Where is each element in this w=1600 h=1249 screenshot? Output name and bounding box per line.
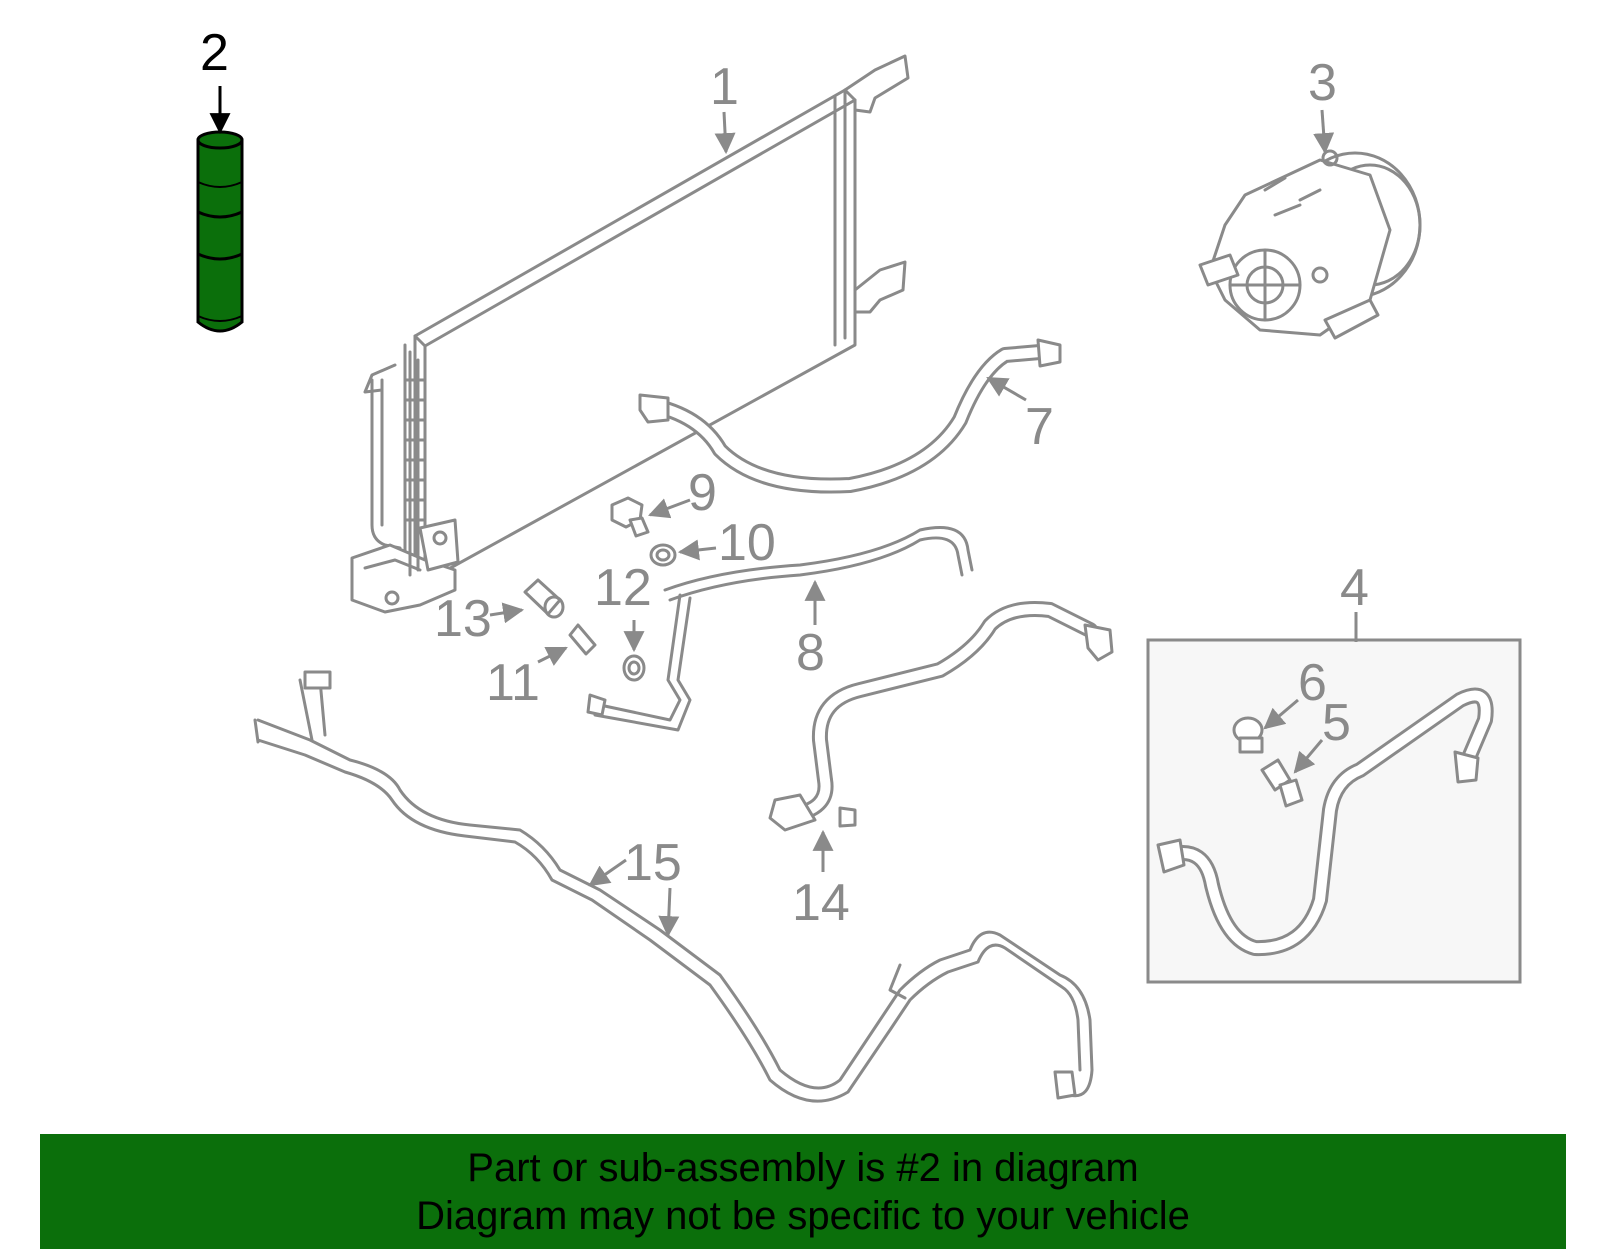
hose-8-part[interactable] xyxy=(586,526,974,732)
callout-9[interactable]: 9 xyxy=(688,464,717,522)
callout-14[interactable]: 14 xyxy=(792,874,850,932)
o-ring-12-part[interactable] xyxy=(622,654,646,682)
leader-6 xyxy=(1263,698,1299,730)
line-15-part[interactable] xyxy=(253,670,1094,1103)
valve-11-part[interactable] xyxy=(568,623,597,656)
callout-10[interactable]: 10 xyxy=(718,514,776,572)
leader-15a xyxy=(588,858,627,887)
callout-13[interactable]: 13 xyxy=(434,590,492,648)
cap-13-part[interactable] xyxy=(523,578,565,619)
leader-10 xyxy=(677,539,717,561)
leader-13 xyxy=(489,602,525,624)
receiver-drier-part[interactable] xyxy=(196,130,244,333)
o-ring-10-part[interactable] xyxy=(649,543,677,567)
banner-line-highlighted-part: Part or sub-assembly is #2 in diagram xyxy=(467,1146,1139,1190)
disclaimer-banner: Part or sub-assembly is #2 in diagram Di… xyxy=(40,1134,1566,1249)
callout-6[interactable]: 6 xyxy=(1298,654,1327,712)
callout-1[interactable]: 1 xyxy=(710,58,739,116)
hose-7-part[interactable] xyxy=(638,338,1062,494)
valve-5-part[interactable] xyxy=(1260,758,1304,808)
bolt-9-part[interactable] xyxy=(610,496,650,538)
leader-5 xyxy=(1293,739,1324,774)
hose-4-part[interactable] xyxy=(1156,687,1494,957)
leader-9 xyxy=(648,498,691,519)
leader-1 xyxy=(714,111,736,155)
callout-3[interactable]: 3 xyxy=(1308,54,1337,112)
callout-8[interactable]: 8 xyxy=(796,624,825,682)
callout-5[interactable]: 5 xyxy=(1322,694,1351,752)
leader-7 xyxy=(986,376,1027,402)
parts-diagram: 2 1 3 7 9 10 12 13 11 8 14 15 4 6 5 xyxy=(196,24,1522,1103)
leader-11 xyxy=(537,646,568,666)
callout-2[interactable]: 2 xyxy=(200,24,229,82)
callout-11[interactable]: 11 xyxy=(486,654,540,712)
leader-3 xyxy=(1313,109,1335,155)
compressor-part[interactable] xyxy=(1198,149,1422,340)
callout-4[interactable]: 4 xyxy=(1340,559,1369,617)
callout-15[interactable]: 15 xyxy=(624,834,682,892)
callout-7[interactable]: 7 xyxy=(1025,398,1054,456)
callout-12[interactable]: 12 xyxy=(594,559,652,617)
fitting-6-part[interactable] xyxy=(1232,716,1264,754)
banner-line-disclaimer: Diagram may not be specific to your vehi… xyxy=(416,1194,1190,1238)
hose-14-part[interactable] xyxy=(768,601,1114,832)
leader-15b xyxy=(658,887,680,938)
condenser-part[interactable] xyxy=(350,54,910,614)
